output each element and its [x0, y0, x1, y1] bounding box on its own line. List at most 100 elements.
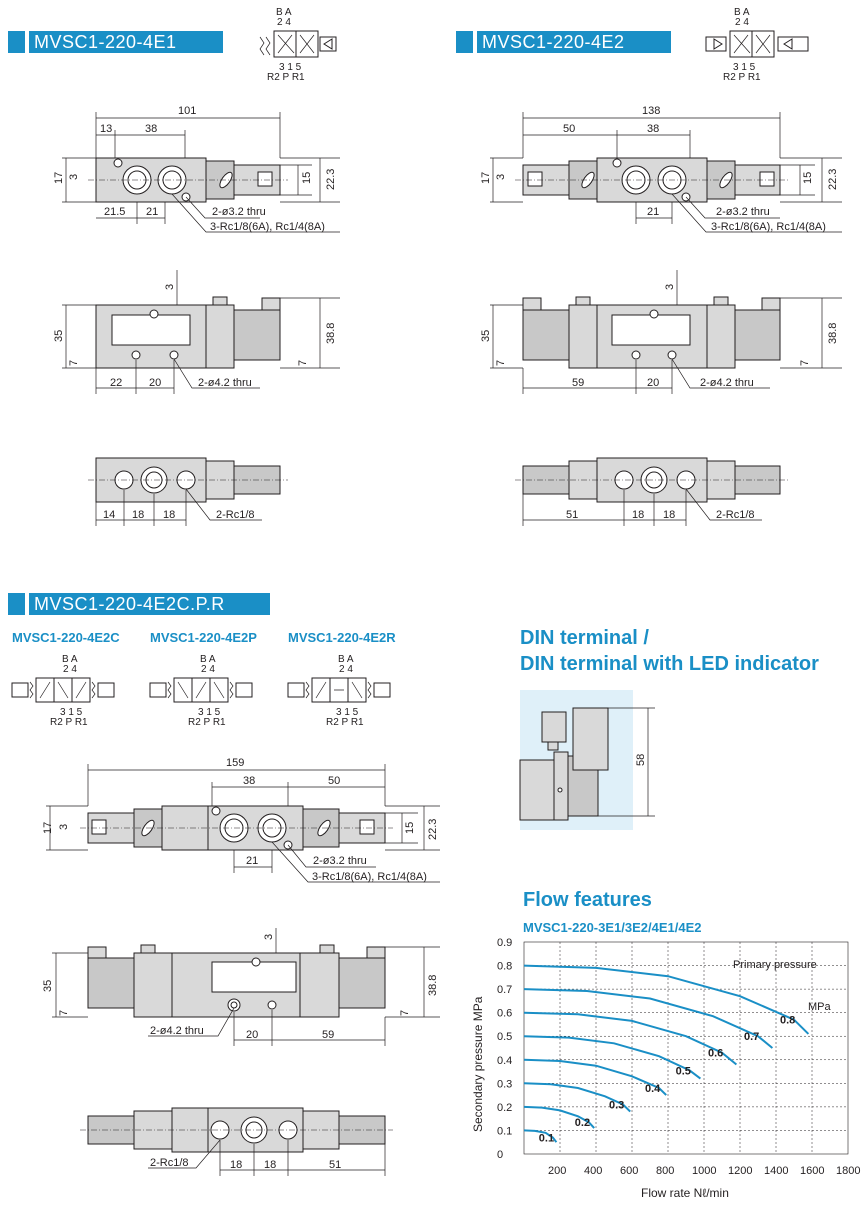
svg-text:3-Rc1/8(6A), Rc1/4(8A): 3-Rc1/8(6A), Rc1/4(8A): [711, 221, 826, 233]
symbol-4e2c: B A 2 4 3 1 5 R2 P R1: [11, 654, 115, 728]
svg-text:20: 20: [246, 1029, 258, 1041]
chart-curve-label: 0.3: [609, 1100, 624, 1112]
svg-text:18: 18: [632, 509, 644, 521]
chart-ytick-label: 0: [497, 1149, 503, 1161]
symbol-top-letters: B A: [734, 7, 750, 18]
chart-ytick-label: 0.9: [497, 937, 512, 949]
svg-text:2-ø3.2 thru: 2-ø3.2 thru: [212, 206, 266, 218]
drawing-4e2-side: 3 35 7 38.8 7 59 20 2-ø4.2 thru: [480, 270, 842, 394]
chart-xlabel: Flow rate Nℓ/min: [641, 1186, 729, 1200]
chart-curve-label: 0.7: [744, 1031, 759, 1043]
drawing-4e1-bottom: 14 18 18 2-Rc1/8: [88, 457, 288, 526]
model-banner-4e2cpr: MVSC1-220-4E2C.P.R: [8, 593, 270, 615]
svg-text:15: 15: [802, 172, 814, 184]
chart-curve-label: 0.8: [780, 1015, 795, 1027]
svg-text:21.5: 21.5: [104, 206, 125, 218]
svg-text:R2 P R1: R2 P R1: [50, 717, 88, 728]
svg-text:51: 51: [566, 509, 578, 521]
din-dim-58: 58: [635, 754, 647, 766]
svg-text:2-ø4.2 thru: 2-ø4.2 thru: [150, 1025, 204, 1037]
svg-text:18: 18: [230, 1159, 242, 1171]
svg-text:B A: B A: [200, 654, 216, 665]
chart-xtick-label: 1400: [764, 1165, 788, 1177]
svg-text:38: 38: [145, 123, 157, 135]
svg-text:3: 3: [164, 284, 176, 290]
chart-xtick-label: 800: [656, 1165, 674, 1177]
drawing-4e1-side: 3 35 7 38.8 7 22 20 2-ø4.2 thru: [53, 270, 340, 394]
model-label-4e2p: MVSC1-220-4E2P: [150, 630, 257, 645]
din-terminal-figure: 58: [519, 690, 655, 830]
drawing-4e2-top: 138 50 38 17 3 15 22.3 21 2-ø3.2: [480, 105, 842, 233]
svg-text:15: 15: [404, 822, 416, 834]
svg-text:22: 22: [110, 377, 122, 389]
svg-text:18: 18: [264, 1159, 276, 1171]
svg-text:7: 7: [68, 360, 80, 366]
chart-xtick-label: 1800: [836, 1165, 860, 1177]
chart-frame: [523, 941, 849, 1155]
din-title-line2: DIN terminal with LED indicator: [520, 653, 819, 675]
model-label-4e2r: MVSC1-220-4E2R: [288, 630, 396, 645]
svg-text:38: 38: [243, 775, 255, 787]
svg-text:3: 3: [495, 174, 507, 180]
svg-text:3-Rc1/8(6A), Rc1/4(8A): 3-Rc1/8(6A), Rc1/4(8A): [210, 221, 325, 233]
svg-text:2-ø4.2 thru: 2-ø4.2 thru: [700, 377, 754, 389]
svg-text:2-Rc1/8: 2-Rc1/8: [150, 1157, 189, 1169]
svg-text:7: 7: [297, 360, 309, 366]
svg-text:35: 35: [53, 330, 65, 342]
svg-text:22.3: 22.3: [325, 169, 337, 190]
svg-text:2-ø3.2 thru: 2-ø3.2 thru: [716, 206, 770, 218]
svg-text:3: 3: [263, 934, 275, 940]
svg-text:138: 138: [642, 105, 660, 117]
svg-text:7: 7: [399, 1010, 411, 1016]
svg-text:2 4: 2 4: [201, 664, 215, 675]
drawing-4e2cpr-top: 159 38 50 17 3 15 22.3 21 2-: [42, 757, 440, 883]
chart-xtick-label: 400: [584, 1165, 602, 1177]
svg-text:14: 14: [103, 509, 115, 521]
chart-series-0.4: [523, 1058, 667, 1096]
svg-text:2-Rc1/8: 2-Rc1/8: [716, 509, 755, 521]
svg-text:B A: B A: [62, 654, 78, 665]
svg-text:3: 3: [58, 824, 70, 830]
svg-text:R2 P R1: R2 P R1: [188, 717, 226, 728]
chart-series-0.7: [523, 988, 774, 1049]
svg-text:B A: B A: [338, 654, 354, 665]
model-label-4e2c: MVSC1-220-4E2C: [12, 630, 120, 645]
symbol-bottom-numbers: 3 1 5: [733, 62, 756, 73]
svg-text:7: 7: [58, 1010, 70, 1016]
svg-text:22.3: 22.3: [827, 169, 839, 190]
chart-ytick-label: 0.5: [497, 1031, 512, 1043]
drawing-4e1-top: 101 13 38 17 3 15 22.3 21.5 21 2-ø: [53, 105, 340, 233]
chart-xtick-label: 1000: [692, 1165, 716, 1177]
chart-ytick-label: 0.4: [497, 1055, 512, 1067]
svg-text:17: 17: [480, 172, 492, 184]
flow-chart: Secondary pressure MPa Flow rate Nℓ/min …: [471, 937, 860, 1200]
model-banner-4e2: MVSC1-220-4E2: [456, 31, 671, 53]
svg-text:22.3: 22.3: [427, 819, 439, 840]
chart-curve-label: 0.2: [575, 1117, 590, 1129]
svg-text:13: 13: [100, 123, 112, 135]
svg-text:50: 50: [328, 775, 340, 787]
din-title: DIN terminal / DIN terminal with LED ind…: [520, 625, 819, 677]
drawing-4e2-bottom: 51 18 18 2-Rc1/8: [515, 457, 788, 526]
svg-text:35: 35: [42, 980, 54, 992]
svg-text:20: 20: [149, 377, 161, 389]
chart-series-0.8: [523, 964, 810, 1035]
chart-curve-label: 0.6: [708, 1048, 723, 1060]
chart-ylabel: Secondary pressure MPa: [471, 996, 485, 1132]
drawing-4e2cpr-bottom: 2-Rc1/8 18 18 51: [80, 1107, 393, 1176]
symbol-bottom-letters: R2 P R1: [723, 72, 761, 83]
svg-text:35: 35: [480, 330, 492, 342]
chart-xtick-label: 1600: [800, 1165, 824, 1177]
chart-xtick-label: 600: [620, 1165, 638, 1177]
svg-text:2 4: 2 4: [63, 664, 77, 675]
chart-ytick-label: 0.1: [497, 1125, 512, 1137]
flow-title: Flow features: [523, 889, 652, 911]
svg-text:18: 18: [163, 509, 175, 521]
model-banner-4e1: MVSC1-220-4E1: [8, 31, 223, 53]
chart-curve-label: 0.4: [645, 1083, 661, 1095]
chart-unit-label: MPa: [808, 1001, 832, 1013]
symbol-4e2: B A 2 4 3 1 5 R2 P R1: [705, 7, 809, 83]
flow-subtitle: MVSC1-220-3E1/3E2/4E1/4E2: [523, 920, 702, 935]
svg-text:20: 20: [647, 377, 659, 389]
svg-text:3: 3: [664, 284, 676, 290]
